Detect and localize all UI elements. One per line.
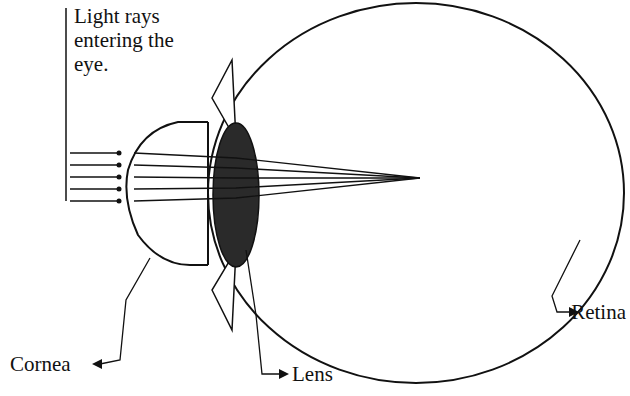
refracted-rays	[134, 153, 420, 201]
ray-dots	[117, 151, 122, 204]
part-label: Retina	[571, 300, 626, 324]
cornea-leader	[100, 258, 150, 364]
rays-label: Light rays entering the eye.	[74, 4, 186, 76]
cornea-outline	[126, 122, 208, 265]
lens-leader	[246, 250, 280, 374]
cornea-base	[207, 122, 209, 265]
part-label: Cornea	[10, 352, 71, 376]
part-label: Lens	[292, 362, 333, 386]
cornea-arrowhead	[92, 359, 102, 369]
lens-arrowhead	[279, 369, 289, 379]
bracket-line	[65, 8, 67, 201]
lens-shape	[213, 123, 259, 267]
incoming-rays	[70, 153, 118, 201]
eyeball-outline	[208, 3, 624, 383]
